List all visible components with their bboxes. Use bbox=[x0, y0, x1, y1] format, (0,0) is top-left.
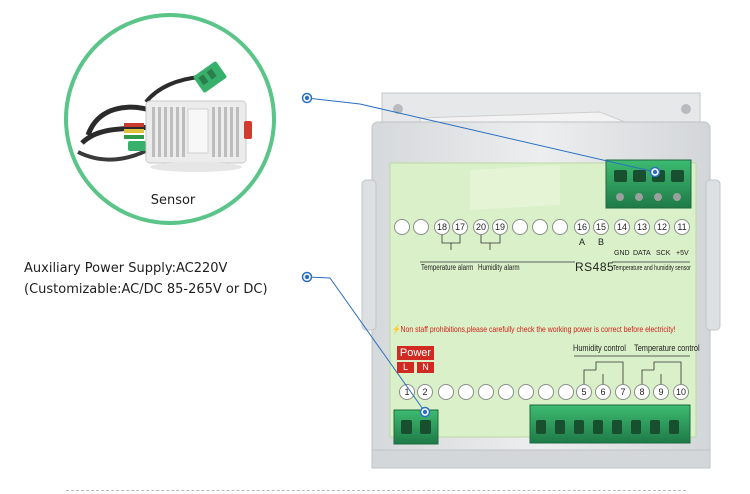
pin-number: 14 bbox=[617, 222, 627, 232]
pin-number: 20 bbox=[476, 222, 486, 232]
signal-data: DATA bbox=[633, 250, 651, 257]
signal-sck: SCK bbox=[656, 250, 671, 257]
pin-number: 6 bbox=[600, 387, 605, 397]
screw-icon bbox=[681, 104, 691, 114]
pin-number: 10 bbox=[676, 387, 686, 397]
terminal-pin-10 bbox=[673, 384, 689, 400]
terminal-pin-19 bbox=[492, 219, 508, 235]
letter-a: A bbox=[579, 237, 586, 247]
power-supply-caption: Auxiliary Power Supply:AC220V (Customiza… bbox=[24, 258, 294, 300]
control-terminal-block bbox=[529, 404, 691, 444]
humidity-control-label: Humidity control bbox=[573, 343, 626, 353]
terminal-pin-18 bbox=[434, 219, 450, 235]
terminal-pin-8 bbox=[634, 384, 650, 400]
terminal-pin-14 bbox=[614, 219, 630, 235]
terminal-pin-9 bbox=[653, 384, 669, 400]
warning-icon: ⚡ bbox=[392, 324, 401, 334]
power-supply-line-1: Auxiliary Power Supply:AC220V bbox=[24, 261, 228, 276]
terminal-pin-7 bbox=[615, 384, 631, 400]
bottom-divider bbox=[66, 490, 686, 491]
sensor-label: Sensor bbox=[148, 190, 198, 211]
pin-number: 15 bbox=[596, 222, 606, 232]
sensor-photo bbox=[64, 13, 276, 225]
sensor-illustration bbox=[77, 61, 252, 172]
power-badge: Power bbox=[397, 346, 434, 360]
pin-number: 9 bbox=[658, 387, 663, 397]
pin-number: 2 bbox=[422, 387, 427, 397]
terminal-pin-2 bbox=[417, 384, 433, 400]
warning-message: Non staff prohibitions,please carefully … bbox=[400, 324, 676, 334]
power-n-label: N bbox=[417, 362, 434, 373]
power-leader-line bbox=[306, 276, 426, 413]
power-terminal-block bbox=[393, 409, 439, 445]
pin-number: 5 bbox=[581, 387, 586, 397]
terminal-pin-16 bbox=[574, 219, 590, 235]
rs485-label: RS485 bbox=[575, 260, 615, 274]
terminal-pin-11 bbox=[674, 219, 690, 235]
terminal-pin-15 bbox=[593, 219, 609, 235]
pin-number: 17 bbox=[455, 222, 465, 232]
terminal-pin-1 bbox=[399, 384, 415, 400]
temperature-alarm-label: Temperature alarm bbox=[421, 263, 474, 272]
letter-b: B bbox=[598, 237, 605, 247]
pin-number: 16 bbox=[577, 222, 587, 232]
sensor-terminal-block bbox=[605, 159, 692, 209]
sensor-leader-line bbox=[306, 97, 656, 173]
pin-number: 11 bbox=[677, 222, 686, 232]
terminal-pin-17 bbox=[452, 219, 468, 235]
terminal-pin-12 bbox=[654, 219, 670, 235]
screw-icon bbox=[393, 104, 403, 114]
signal-gnd: GND bbox=[614, 250, 630, 257]
terminal-pin-13 bbox=[634, 219, 650, 235]
power-supply-line-2: (Customizable:AC/DC 85-265V or DC) bbox=[24, 282, 268, 297]
pin-number: 18 bbox=[437, 222, 447, 232]
temperature-control-label: Temperature control bbox=[634, 343, 700, 353]
terminal-pin-5 bbox=[576, 384, 592, 400]
power-l-label: L bbox=[397, 362, 414, 373]
pin-number: 8 bbox=[639, 387, 644, 397]
terminal-pin-20 bbox=[473, 219, 489, 235]
pin-number: 12 bbox=[657, 222, 667, 232]
pin-number: 7 bbox=[620, 387, 625, 397]
sensor-terminal-label: Temperature and humidity sensor bbox=[613, 263, 691, 272]
pin-number: 1 bbox=[404, 387, 409, 397]
terminal-pin-6 bbox=[595, 384, 611, 400]
pin-number: 13 bbox=[637, 222, 647, 232]
signal-5v: +5V bbox=[676, 250, 689, 257]
humidity-alarm-label: Humidity alarm bbox=[478, 263, 520, 272]
power-warning-text: ⚡Non staff prohibitions,please carefully… bbox=[392, 324, 676, 335]
pin-number: 19 bbox=[495, 222, 505, 232]
